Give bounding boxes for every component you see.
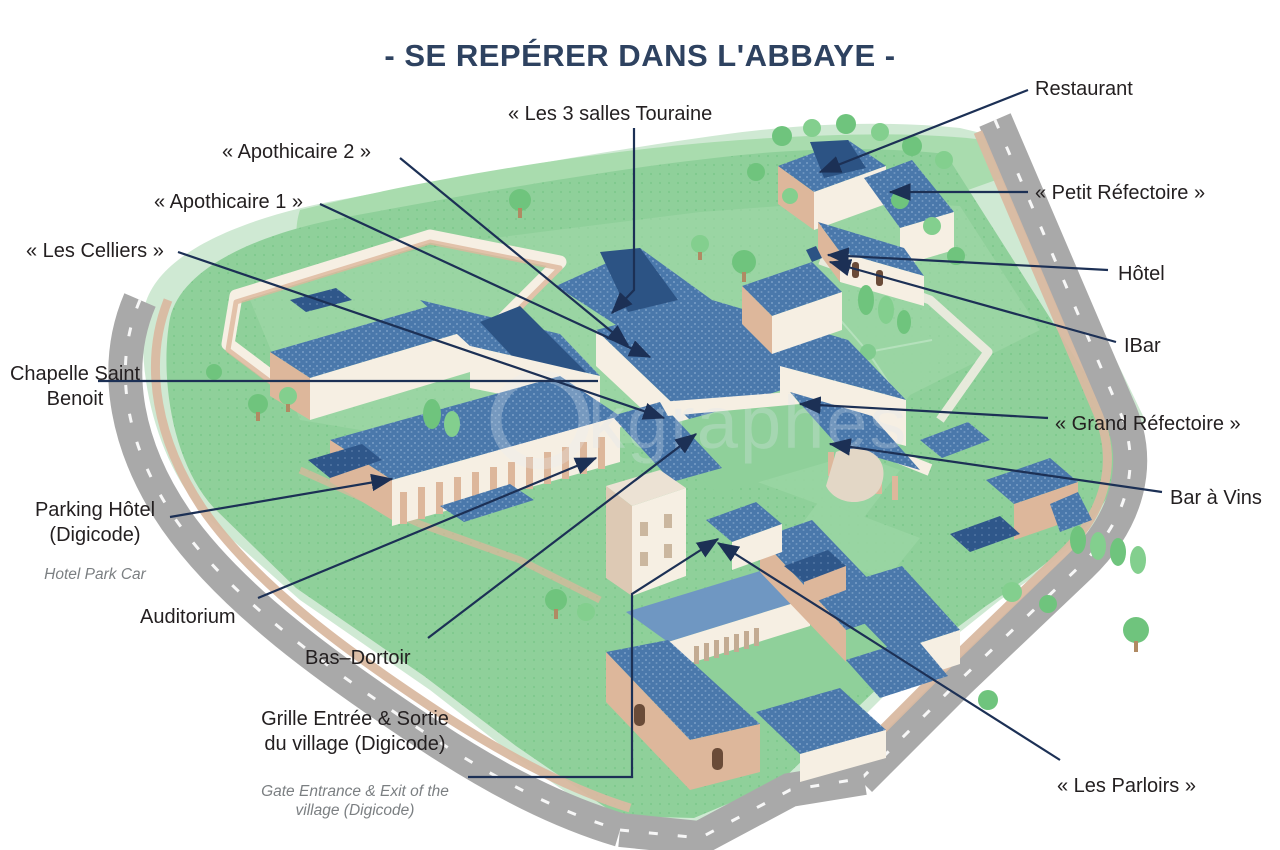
roof bbox=[742, 262, 842, 316]
building-south-quadrangle bbox=[606, 502, 960, 790]
tree-row-north bbox=[509, 114, 965, 282]
wall-side bbox=[742, 286, 772, 354]
leader-bar-a-vins bbox=[828, 438, 1163, 494]
road-west-dashes bbox=[123, 299, 621, 832]
leader-apothicaire-1 bbox=[319, 203, 652, 358]
label-apothicaire-1: « Apothicaire 1 » bbox=[154, 191, 303, 213]
label-chapelle-saint-benoit: Chapelle Saint Benoit bbox=[9, 363, 141, 410]
leader-apothicaire-2 bbox=[399, 157, 630, 346]
wall-front bbox=[732, 524, 782, 570]
label-les-parloirs: « Les Parloirs » bbox=[1057, 775, 1196, 797]
label-hotel: Hôtel bbox=[1118, 263, 1165, 285]
roof-gable bbox=[480, 306, 586, 386]
road-verge-west bbox=[151, 298, 632, 813]
tower-windows bbox=[640, 514, 672, 566]
leader-bas-dortoir bbox=[427, 433, 698, 639]
label-gate-entrance-exit: Gate Entrance & Exit of the village (Dig… bbox=[261, 783, 449, 819]
label-ibar: IBar bbox=[1124, 335, 1161, 357]
leader-les-3-salles-touraine bbox=[611, 128, 636, 314]
leader-parking-hotel bbox=[169, 473, 394, 519]
roof bbox=[756, 688, 886, 754]
roof bbox=[818, 222, 924, 276]
wall-front bbox=[800, 730, 886, 782]
roof bbox=[270, 306, 470, 378]
wall-front bbox=[690, 724, 760, 790]
leader-lines bbox=[98, 88, 1163, 779]
roof bbox=[846, 638, 948, 698]
window-band bbox=[694, 628, 759, 664]
roof bbox=[806, 246, 822, 262]
wall-front bbox=[1014, 482, 1078, 540]
roof-light bbox=[626, 568, 810, 642]
label-petit-refectoire: « Petit Réfectoire » bbox=[1035, 182, 1206, 204]
garden-center bbox=[860, 344, 876, 360]
label-auditorium: Auditorium bbox=[140, 606, 236, 628]
label-bas-dortoir: Bas–Dortoir bbox=[305, 647, 411, 669]
tower-wall-side bbox=[606, 486, 632, 596]
wall-front bbox=[660, 392, 800, 416]
wall-side bbox=[270, 352, 310, 420]
doorways bbox=[634, 704, 723, 770]
label-parking-hotel: Parking Hôtel (Digicode) bbox=[34, 499, 156, 546]
label-les-3-salles-touraine: « Les 3 salles Touraine bbox=[508, 103, 713, 125]
leader-les-parloirs bbox=[716, 542, 1061, 761]
wall-front bbox=[392, 416, 620, 526]
roof bbox=[1050, 492, 1092, 532]
leader-ibar bbox=[828, 259, 1117, 344]
wall-front bbox=[310, 330, 470, 420]
tower-top bbox=[606, 470, 686, 506]
leader-auditorium bbox=[257, 456, 598, 600]
roof bbox=[706, 502, 782, 542]
roof bbox=[612, 402, 722, 482]
wall-side bbox=[760, 538, 846, 662]
label-restaurant: Restaurant bbox=[1035, 78, 1133, 100]
tree-row-east bbox=[1002, 526, 1149, 652]
wall-front bbox=[772, 292, 842, 354]
leader-hotel bbox=[826, 247, 1109, 272]
map-roads bbox=[108, 113, 1148, 850]
roof-gable bbox=[600, 248, 678, 312]
roof bbox=[920, 422, 990, 458]
map-trees bbox=[206, 114, 1149, 710]
leader-grand-refectoire bbox=[798, 396, 1049, 420]
road-south bbox=[618, 761, 867, 850]
road-verge-east bbox=[848, 130, 1112, 764]
tree-row-south bbox=[545, 589, 998, 710]
roof bbox=[986, 458, 1078, 504]
svg-text:kgraphes: kgraphes bbox=[588, 381, 908, 464]
label-grand-refectoire: « Grand Réfectoire » bbox=[1055, 413, 1241, 435]
apse bbox=[826, 448, 884, 503]
page-title: - SE REPÉRER DANS L'ABBAYE - bbox=[384, 38, 896, 73]
roof bbox=[308, 444, 382, 478]
label-grille-entree-sortie: Grille Entrée & Sortie du village (Digic… bbox=[261, 708, 449, 755]
leader-les-celliers bbox=[177, 250, 666, 420]
tree-column-center bbox=[423, 285, 911, 437]
roof bbox=[950, 516, 1020, 552]
roof bbox=[606, 640, 760, 740]
roof bbox=[596, 300, 806, 420]
road-east bbox=[847, 113, 1148, 793]
roof bbox=[784, 550, 846, 582]
leader-restaurant bbox=[818, 88, 1029, 174]
garden-parterre bbox=[788, 500, 920, 580]
label-apothicaire-2: « Apothicaire 2 » bbox=[222, 141, 371, 163]
wall-side bbox=[606, 652, 690, 790]
wall-front bbox=[804, 566, 846, 606]
label-hotel-park-car: Hotel Park Car bbox=[44, 566, 146, 583]
label-les-celliers: « Les Celliers » bbox=[26, 240, 164, 262]
roof bbox=[330, 376, 620, 480]
roof bbox=[790, 392, 920, 470]
building-east-outbuildings bbox=[920, 422, 1092, 552]
label-bar-a-vins: Bar à Vins bbox=[1170, 487, 1262, 509]
leader-grille-entree bbox=[468, 538, 720, 779]
tree-row-west bbox=[206, 364, 297, 421]
building-abbey-church bbox=[556, 248, 920, 596]
